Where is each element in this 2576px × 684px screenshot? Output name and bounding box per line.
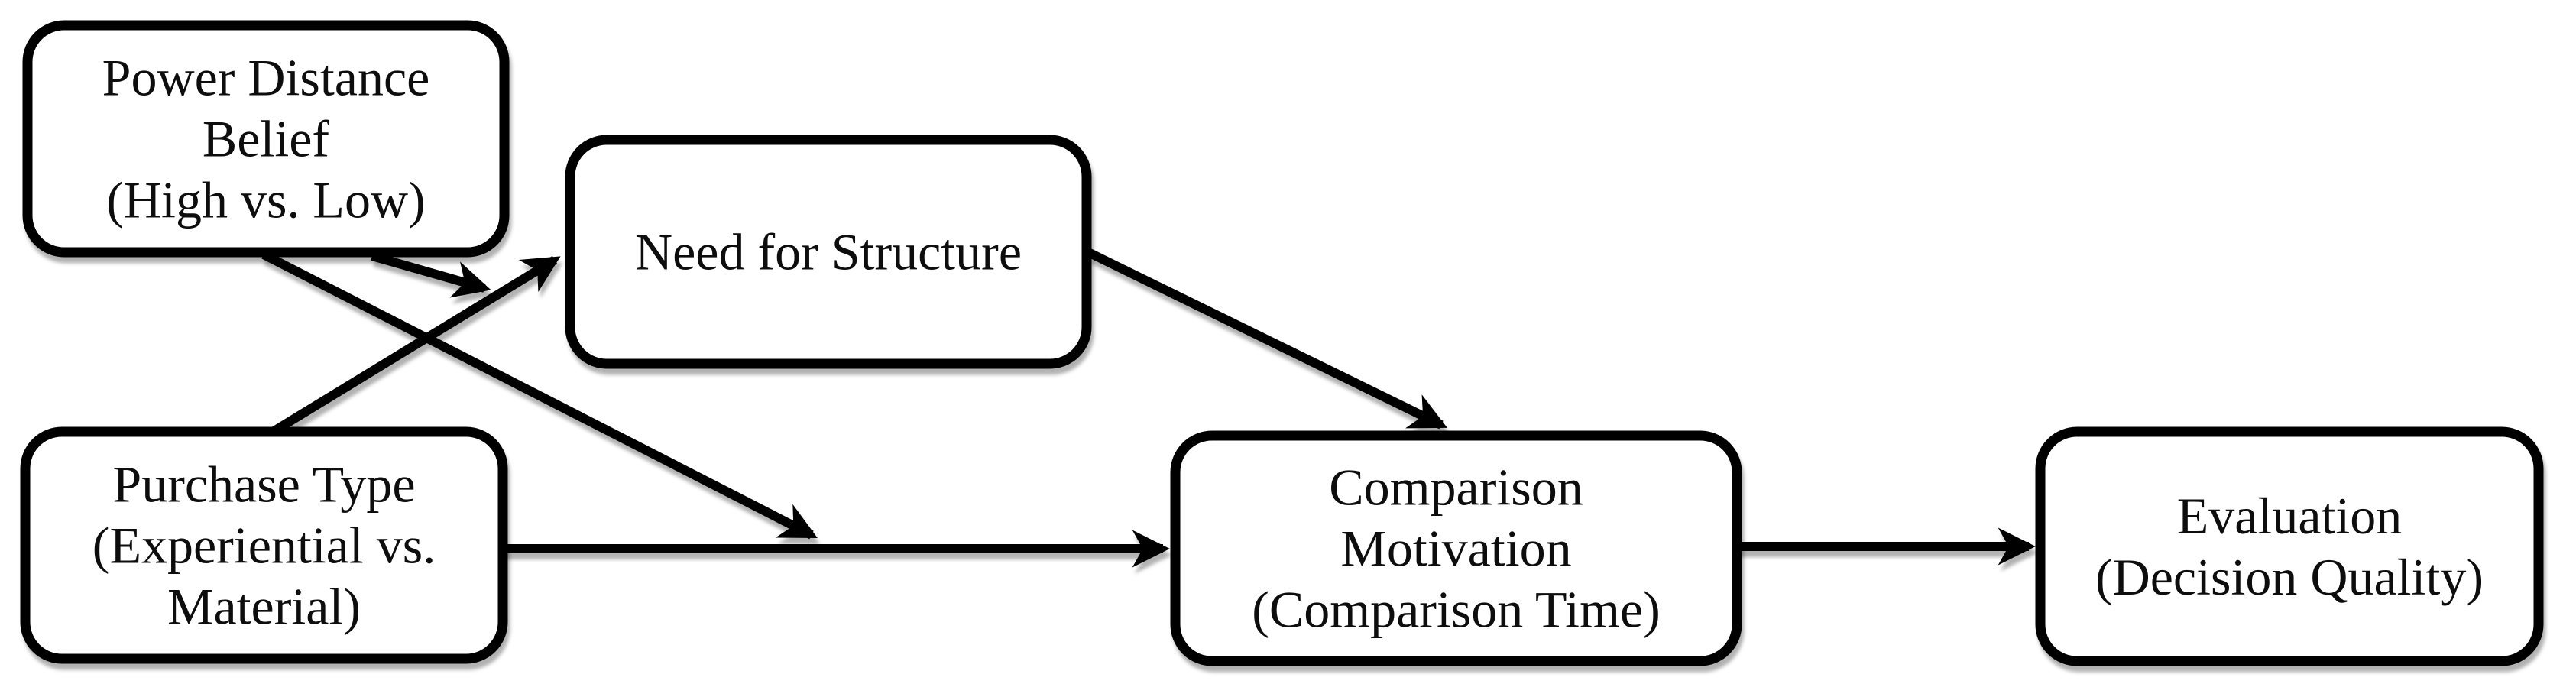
node-label-line: Motivation [1340, 520, 1571, 578]
node-label-line: (Decision Quality) [2095, 548, 2484, 606]
node-label-need-for-structure: Need for Structure [635, 223, 1022, 281]
edges-layer [261, 248, 2036, 568]
node-label-line: (Experiential vs. [92, 517, 436, 575]
node-label-line: (High vs. Low) [106, 171, 425, 229]
node-box-need-for-structure [565, 135, 1092, 369]
edge-power-distance-belief-to-purchase-comparison-path [261, 250, 818, 540]
node-label-line: Belief [203, 110, 330, 168]
edge-purchase-type-to-need-for-structure [270, 255, 561, 436]
node-box-purchase-type [20, 426, 508, 664]
node-need-for-structure: Need for Structure [565, 135, 1092, 369]
node-label-line: Purchase Type [112, 455, 415, 514]
node-label-line: Evaluation [2177, 487, 2403, 545]
node-purchase-type: Purchase Type(Experiential vs.Material) [20, 426, 508, 664]
node-label-line: Material) [167, 578, 361, 636]
node-label-line: Need for Structure [635, 223, 1022, 281]
node-label-line: (Comparison Time) [1252, 581, 1661, 639]
node-label-line: Comparison [1329, 459, 1583, 517]
node-label-evaluation: Evaluation(Decision Quality) [2095, 487, 2484, 606]
node-box-comparison-motivation [1170, 430, 1742, 666]
node-box-evaluation [2035, 426, 2544, 666]
edge-power-distance-belief-to-purchase-structure-path [371, 251, 491, 298]
node-label-line: Power Distance [102, 49, 430, 107]
node-label-purchase-type: Purchase Type(Experiential vs.Material) [92, 455, 436, 636]
node-evaluation: Evaluation(Decision Quality) [2035, 426, 2544, 666]
edge-need-for-structure-to-comparison-motivation [1087, 248, 1447, 430]
node-box-power-distance-belief [22, 20, 510, 258]
